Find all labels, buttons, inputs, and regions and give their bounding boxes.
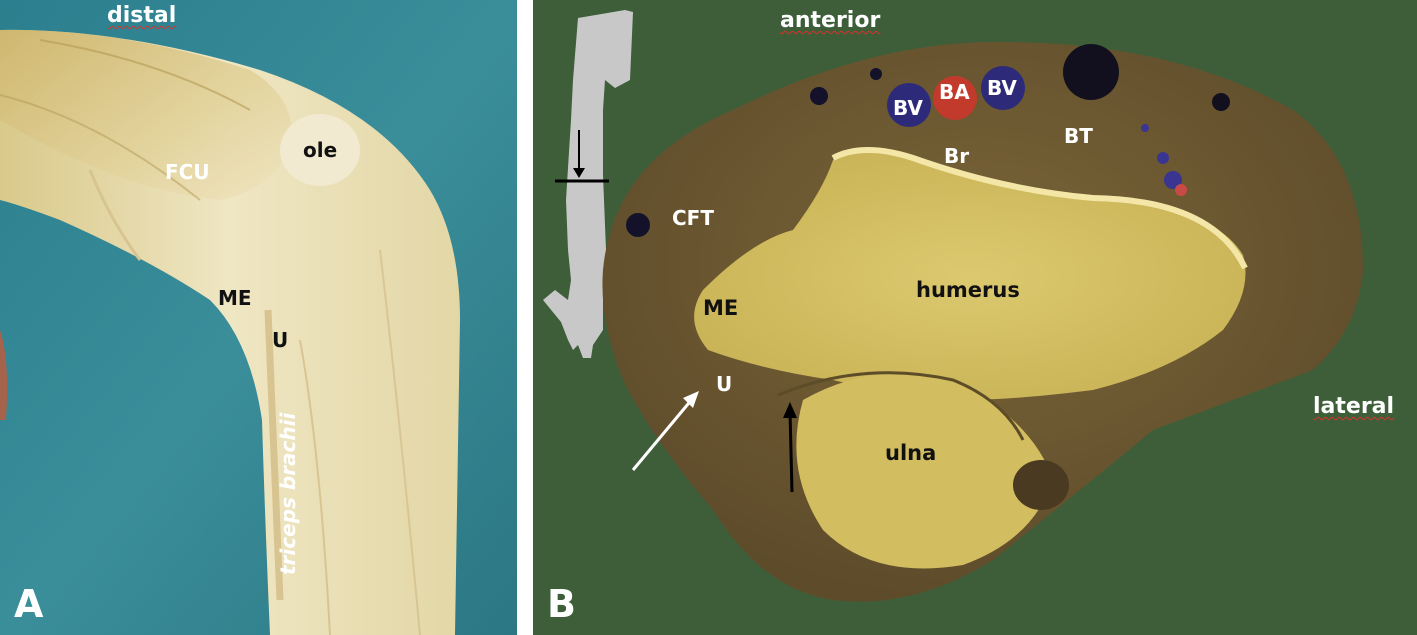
label-me: ME [703, 296, 739, 320]
label-ba: BA [939, 80, 970, 104]
label-triceps-brachii: triceps brachii [276, 412, 300, 575]
label-me: ME [218, 286, 252, 310]
elbow-dissection-photo [0, 0, 517, 635]
label-br: Br [944, 144, 970, 168]
label-anterior: anterior [780, 8, 881, 33]
panel-b: anterior lateral BV BA BV BT Br CFT hume… [533, 0, 1417, 635]
label-ole: ole [303, 138, 338, 162]
arm-silhouette-icon [543, 10, 633, 358]
label-cft: CFT [672, 206, 714, 230]
label-bt: BT [1064, 124, 1093, 148]
label-u: U [272, 328, 289, 352]
label-distal: distal [107, 3, 177, 28]
label-humerus: humerus [916, 278, 1020, 302]
panel-a: distal ole FCU ME U triceps brachii A [0, 0, 517, 635]
panel-letter-b: B [547, 582, 576, 626]
label-bv-left: BV [893, 96, 923, 120]
label-lateral: lateral [1313, 394, 1395, 419]
panel-letter-a: A [14, 582, 44, 626]
label-fcu: FCU [165, 160, 210, 184]
label-bv-right: BV [987, 76, 1017, 100]
label-u: U [716, 372, 733, 396]
label-ulna: ulna [885, 441, 937, 465]
cross-section-photo [533, 0, 1417, 635]
